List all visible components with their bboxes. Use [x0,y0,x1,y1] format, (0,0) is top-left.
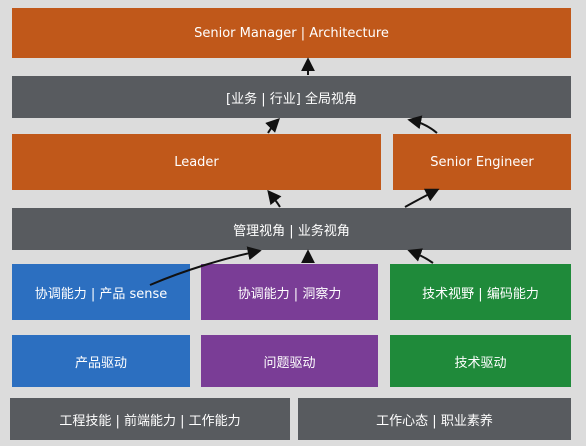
arrow-mgmt-to-leader [267,189,282,208]
tech-driven-box: 技术驱动 [390,335,571,387]
arrow-senior-engineer-to-global [407,115,438,134]
arrow-mgmt-to-senior-engineer [404,188,440,208]
arrow-leader-to-global [265,118,280,134]
product-driven-label: 产品驱动 [74,355,127,371]
tech-vision-box: 技术视野 | 编码能力 [390,264,571,320]
product-driven-box: 产品驱动 [12,335,190,387]
engineering-skills-label: 工程技能 | 前端能力 | 工作能力 [59,413,241,429]
senior-engineer-box: Senior Engineer [393,134,571,190]
work-mindset-label: 工作心态 | 职业素养 [376,413,493,429]
tech-vision-label: 技术视野 | 编码能力 [422,286,539,302]
management-view-label: 管理视角 | 业务视角 [233,223,350,239]
engineering-skills-box: 工程技能 | 前端能力 | 工作能力 [10,398,290,440]
problem-driven-box: 问题驱动 [201,335,378,387]
global-view-label: [业务 | 行业] 全局视角 [226,91,357,107]
coordination-insight-label: 协调能力 | 洞察力 [237,286,342,302]
leader-label: Leader [174,154,219,170]
coordination-insight-box: 协调能力 | 洞察力 [201,264,378,320]
management-view-box: 管理视角 | 业务视角 [12,208,571,250]
work-mindset-box: 工作心态 | 职业素养 [298,398,571,440]
senior-manager-box: Senior Manager | Architecture [12,8,571,58]
coordination-product-box: 协调能力 | 产品 sense [12,264,190,320]
global-view-box: [业务 | 行业] 全局视角 [12,76,571,118]
senior-manager-label: Senior Manager | Architecture [194,25,389,41]
problem-driven-label: 问题驱动 [263,355,316,371]
coordination-product-label: 协调能力 | 产品 sense [34,286,168,302]
leader-box: Leader [12,134,381,190]
arrow-tech-vision-to-mgmt [407,248,434,264]
senior-engineer-label: Senior Engineer [430,154,534,170]
tech-driven-label: 技术驱动 [454,355,507,371]
